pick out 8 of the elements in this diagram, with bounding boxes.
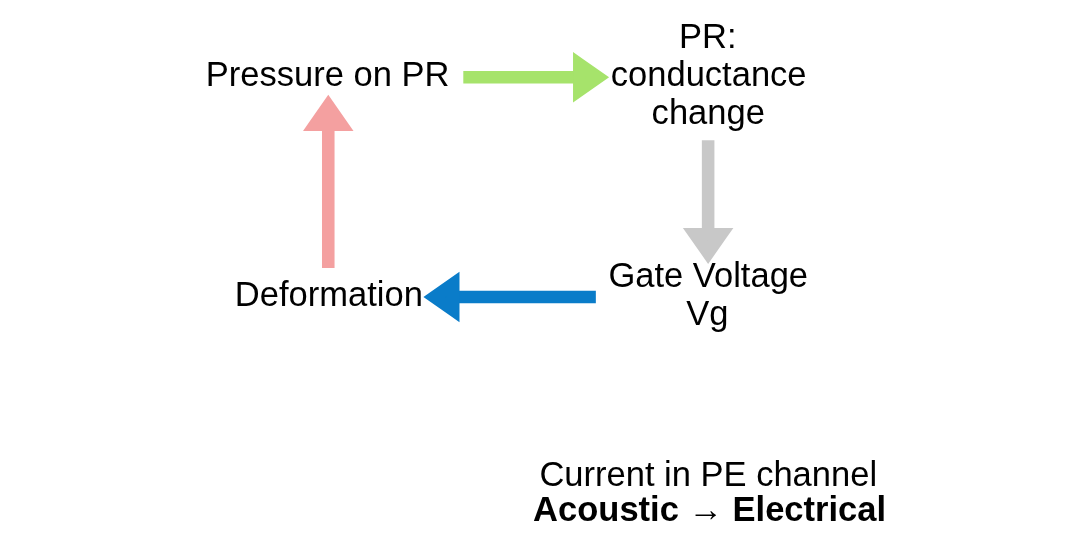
arrow bbox=[462, 51, 609, 103]
arrow bbox=[302, 94, 354, 269]
arrow bbox=[682, 140, 733, 264]
node-text: Gate Voltage Vg bbox=[607, 255, 808, 332]
node-text: PR: conductance change bbox=[610, 17, 807, 131]
node-text: Deformation bbox=[234, 274, 423, 313]
arrow bbox=[422, 271, 596, 323]
node-text: Pressure on PR bbox=[205, 55, 449, 94]
